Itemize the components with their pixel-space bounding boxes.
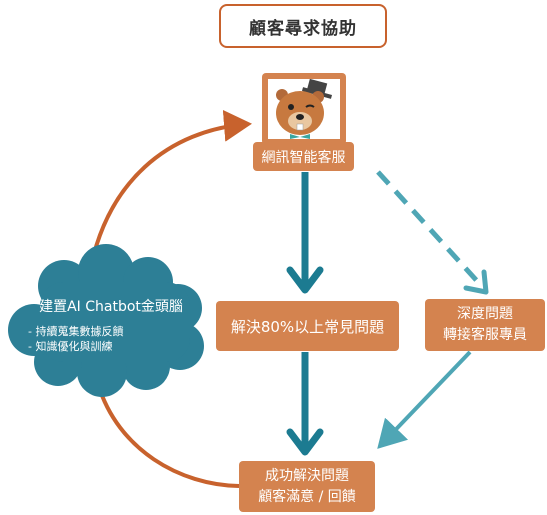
- success-line-1: 成功解決問題: [265, 467, 349, 484]
- arrow-transfer-to-success: [377, 350, 472, 449]
- ai-brain-cloud: [8, 244, 204, 397]
- chatbot-box: 網訊智能客服: [253, 142, 354, 171]
- cloud-item: - 持續蒐集數據反饋: [28, 325, 124, 338]
- dashed-arrow-to-transfer: [376, 170, 489, 295]
- success-line-2: 顧客滿意 / 回饋: [258, 488, 356, 505]
- customer-request-box: 顧客尋求協助: [219, 4, 387, 48]
- cloud-content: 建置AI Chatbot金頭腦 - 持續蒐集數據反饋 - 知識優化與訓練: [22, 296, 200, 354]
- solve-common-box: 解決80%以上常見問題: [216, 301, 399, 351]
- arrow-to-solve: [286, 172, 324, 294]
- transfer-agent-box: 深度問題 轉接客服專員: [425, 299, 545, 351]
- feedback-arrow-upper: [86, 109, 252, 283]
- customer-request-label: 顧客尋求協助: [249, 18, 357, 39]
- cloud-title: 建置AI Chatbot金頭腦: [39, 299, 183, 315]
- transfer-line-2: 轉接客服專員: [443, 327, 527, 343]
- arrow-to-success: [286, 352, 324, 456]
- success-box: 成功解決問題 顧客滿意 / 回饋: [239, 461, 375, 512]
- cloud-item: - 知識優化與訓練: [28, 340, 113, 353]
- beaver-mascot-icon: [276, 79, 333, 139]
- transfer-line-1: 深度問題: [457, 306, 513, 322]
- solve-label: 解決80%以上常見問題: [230, 317, 385, 336]
- bot-avatar: [262, 73, 346, 145]
- chatbot-label: 網訊智能客服: [261, 149, 346, 166]
- feedback-arrow-lower: [96, 383, 240, 488]
- cloud-list: - 持續蒐集數據反饋 - 知識優化與訓練: [22, 324, 200, 354]
